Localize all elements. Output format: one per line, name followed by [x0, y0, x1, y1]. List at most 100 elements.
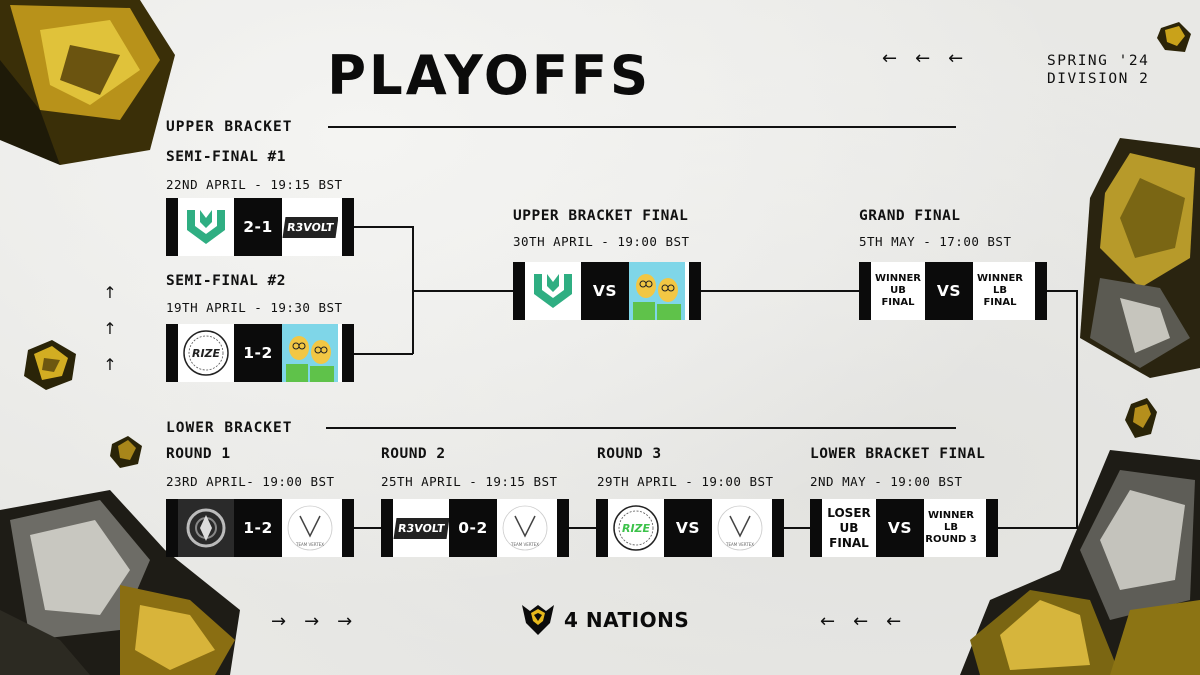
r3volt-logo-text: R3VOLT	[393, 517, 449, 539]
right-arrows-decoration-bottom: →→→	[271, 611, 371, 632]
round-2-match[interactable]: R3VOLT 0-2 TEAM VERTEX	[381, 499, 569, 557]
connector-r1-r2	[354, 527, 381, 529]
round-1-date: 23RD APRIL- 19:00 BST	[166, 474, 335, 489]
team-r3volt-logo: R3VOLT	[393, 499, 449, 557]
footer-brand-text: 4 NATIONS	[564, 608, 690, 632]
round-2-title: ROUND 2	[381, 446, 446, 462]
crystal-decoration-top-left	[0, 0, 175, 165]
rize-badge-text: RIZE	[622, 522, 651, 535]
team-vertex-logo: TEAM VERTEX	[497, 499, 553, 557]
round-1-score: 1-2	[234, 499, 282, 557]
rize-badge-icon: RIZE	[183, 330, 229, 376]
connector-right-vertical	[1076, 290, 1078, 528]
left-arrows-decoration-bottom: ←←←	[820, 611, 920, 632]
team-cartoon-duo-logo	[629, 262, 685, 320]
lb-final-title: LOWER BRACKET FINAL	[810, 446, 986, 462]
crystal-decoration-left-mid	[24, 340, 76, 390]
round-3-date: 29TH APRIL - 19:00 BST	[597, 474, 774, 489]
grand-final-slot-a: WINNER UB FINAL	[871, 262, 925, 320]
4-nations-shield-icon	[522, 605, 554, 635]
crystal-decoration-right-small	[1125, 398, 1157, 438]
connector-semi1-right	[354, 226, 413, 228]
ub-final-match[interactable]: VS	[513, 262, 701, 320]
left-arrows-decoration-top: ←←←	[882, 48, 982, 69]
wolves-v-icon	[534, 274, 572, 308]
semi-final-1-date: 22ND APRIL - 19:15 BST	[166, 177, 343, 192]
winner-lb-final-label: WINNER LB FINAL	[976, 273, 1024, 308]
wolves-v-icon	[187, 210, 225, 244]
team-rize-logo: RIZE	[608, 499, 664, 557]
connector-semi2-right	[354, 353, 413, 355]
crystal-decoration-right	[1080, 138, 1200, 378]
crystal-decoration-bottom-left	[0, 490, 240, 675]
rize-green-badge-icon: RIZE	[613, 505, 659, 551]
page-title: PLAYOFFS	[327, 44, 652, 107]
season-info: SPRING '24 DIVISION 2	[1047, 52, 1177, 88]
grand-final-slot-b: WINNER LB FINAL	[973, 262, 1027, 320]
loser-ub-final-label: LOSER UB FINAL	[827, 505, 871, 550]
team-vertex-logo: TEAM VERTEX	[712, 499, 768, 557]
vertex-v-icon: TEAM VERTEX	[717, 505, 763, 551]
connector-grand-final-right	[1047, 290, 1077, 292]
lb-final-slot-a: LOSER UB FINAL	[822, 499, 876, 557]
ub-final-date: 30TH APRIL - 19:00 BST	[513, 234, 690, 249]
semi-final-1-score: 2-1	[234, 198, 282, 256]
connector-r3-lb-final	[784, 527, 810, 529]
team-r3volt-logo: R3VOLT	[282, 198, 338, 256]
team-wolves-logo	[525, 262, 581, 320]
team-cartoon-duo-logo	[282, 324, 338, 382]
grand-final-vs: VS	[925, 262, 973, 320]
semi-final-1-match[interactable]: 2-1 R3VOLT	[166, 198, 354, 256]
shield-emblem-icon	[178, 499, 234, 557]
lower-bracket-label: LOWER BRACKET	[166, 420, 293, 436]
cartoon-duo-icon	[629, 262, 685, 320]
connector-lb-final-right	[998, 527, 1078, 529]
round-2-date: 25TH APRIL - 19:15 BST	[381, 474, 558, 489]
lb-final-match[interactable]: LOSER UB FINAL VS WINNER LB ROUND 3	[810, 499, 998, 557]
season-line: SPRING '24	[1047, 53, 1150, 69]
rize-badge-text: RIZE	[192, 347, 221, 360]
round-3-title: ROUND 3	[597, 446, 662, 462]
division-line: DIVISION 2	[1047, 71, 1150, 87]
crystal-decoration-left-small	[110, 436, 142, 468]
cartoon-duo-icon	[282, 324, 338, 382]
lower-bracket-rule	[326, 427, 956, 429]
lb-final-vs: VS	[876, 499, 924, 557]
round-3-match[interactable]: RIZE VS TEAM VERTEX	[596, 499, 784, 557]
r3volt-logo-text: R3VOLT	[282, 216, 338, 238]
grand-final-date: 5TH MAY - 17:00 BST	[859, 234, 1012, 249]
winner-ub-final-label: WINNER UB FINAL	[874, 273, 922, 308]
semi-final-2-date: 19TH APRIL - 19:30 BST	[166, 300, 343, 315]
ub-final-title: UPPER BRACKET FINAL	[513, 208, 689, 224]
round-3-vs: VS	[664, 499, 712, 557]
vertex-badge-text: TEAM VERTEX	[295, 542, 324, 547]
winner-lb-round3-label: WINNER LB ROUND 3	[925, 510, 977, 545]
lb-final-slot-b: WINNER LB ROUND 3	[924, 499, 978, 557]
vertex-badge-text: TEAM VERTEX	[725, 542, 754, 547]
upper-bracket-label: UPPER BRACKET	[166, 119, 293, 135]
round-1-title: ROUND 1	[166, 446, 231, 462]
connector-to-ub-final	[412, 290, 513, 292]
team-vertex-logo: TEAM VERTEX	[282, 499, 338, 557]
vertex-badge-text: TEAM VERTEX	[510, 542, 539, 547]
semi-final-2-score: 1-2	[234, 324, 282, 382]
ub-final-vs: VS	[581, 262, 629, 320]
vertex-v-icon: TEAM VERTEX	[502, 505, 548, 551]
connector-ub-final-to-grand-final	[701, 290, 859, 292]
grand-final-match[interactable]: WINNER UB FINAL VS WINNER LB FINAL	[859, 262, 1047, 320]
footer-brand: 4 NATIONS	[520, 603, 689, 637]
grand-final-title: GRAND FINAL	[859, 208, 961, 224]
round-1-match[interactable]: 1-2 TEAM VERTEX	[166, 499, 354, 557]
vertex-v-icon: TEAM VERTEX	[287, 505, 333, 551]
semi-final-1-title: SEMI-FINAL #1	[166, 149, 286, 165]
semi-final-2-title: SEMI-FINAL #2	[166, 273, 286, 289]
team-rize-logo: RIZE	[178, 324, 234, 382]
connector-r2-r3	[569, 527, 596, 529]
crystal-decoration-top-right-small	[1157, 22, 1191, 52]
round-2-score: 0-2	[449, 499, 497, 557]
crystal-decoration-bottom-right	[960, 450, 1200, 675]
upper-bracket-rule	[328, 126, 956, 128]
semi-final-2-match[interactable]: RIZE 1-2	[166, 324, 354, 382]
team-emblem-logo	[178, 499, 234, 557]
up-arrows-decoration: ↑↑↑	[103, 283, 117, 374]
